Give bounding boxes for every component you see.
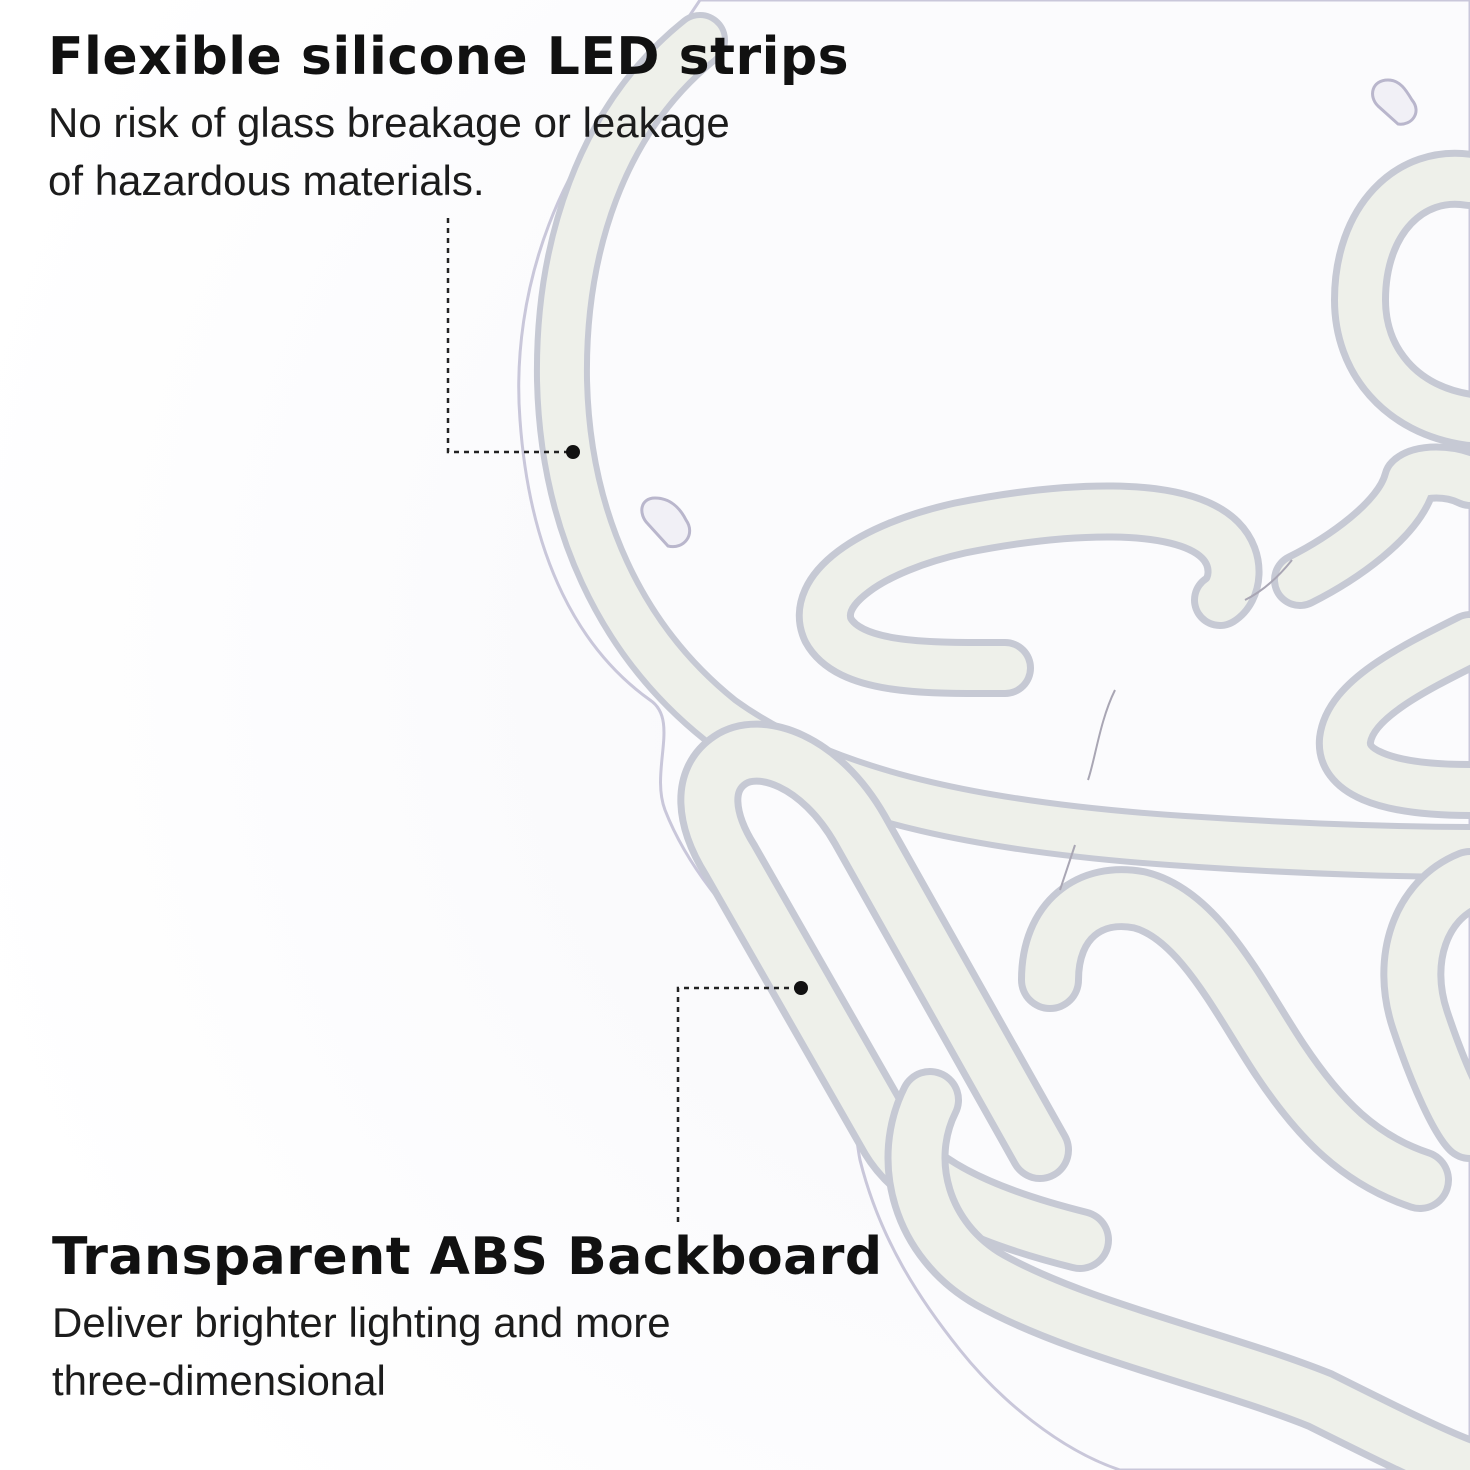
neon-tube-loop: [533, 12, 1470, 880]
leader-line-top: [446, 218, 580, 459]
feature-description-line: three-dimensional: [52, 1357, 386, 1404]
neon-tube-e-shape: [795, 482, 1263, 698]
connecting-wires: [1059, 559, 1293, 891]
feature-description-line: No risk of glass breakage or leakage: [48, 99, 730, 146]
feature-title: Transparent ABS Backboard: [52, 1227, 883, 1287]
mounting-hole-left: [640, 496, 692, 549]
feature-callout-backboard: Transparent ABS Backboard Deliver bright…: [52, 1226, 952, 1410]
neon-tube-h-shape: [677, 720, 1470, 1470]
feature-description-line: of hazardous materials.: [48, 157, 485, 204]
neon-tube-upper-right: [1271, 149, 1470, 819]
leader-line-bottom: [676, 981, 808, 1222]
feature-title: Flexible silicone LED strips: [48, 27, 850, 87]
leader-dot-bottom: [794, 981, 808, 995]
feature-description-line: Deliver brighter lighting and more: [52, 1299, 671, 1346]
feature-description: No risk of glass breakage or leakage of …: [48, 94, 928, 210]
leader-dot-top: [566, 445, 580, 459]
feature-callout-led-strips: Flexible silicone LED strips No risk of …: [48, 26, 928, 210]
mounting-hole-top: [1371, 78, 1418, 126]
feature-description: Deliver brighter lighting and more three…: [52, 1294, 952, 1410]
